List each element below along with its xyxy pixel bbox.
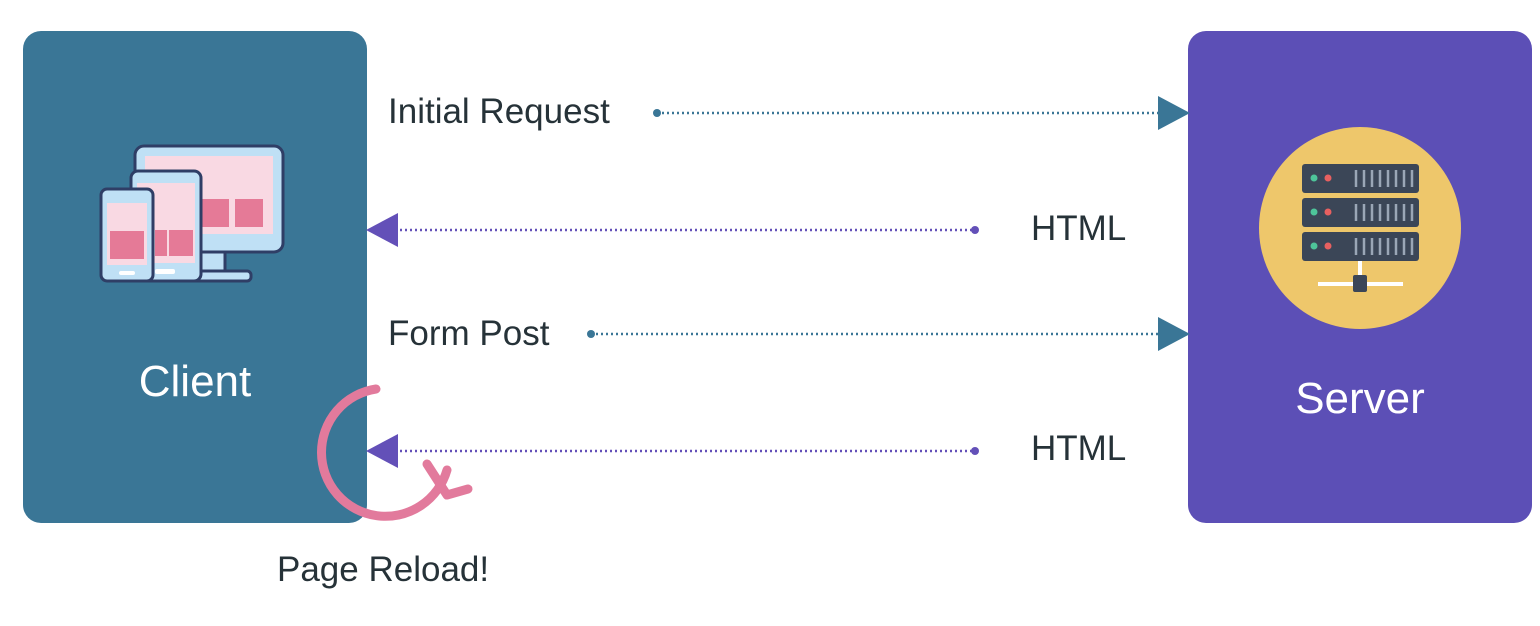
initial-request-label: Initial Request (388, 92, 610, 131)
request-arrow-2 (587, 317, 1190, 351)
server-rack-icon (1259, 127, 1461, 329)
response-arrow-2 (366, 434, 979, 468)
server-label: Server (1295, 374, 1425, 423)
devices-icon (99, 144, 285, 283)
client-label: Client (138, 357, 252, 406)
request-arrow-1 (653, 96, 1190, 130)
html-response-label: HTML (1031, 429, 1127, 468)
response-arrow-1 (366, 213, 979, 247)
reload-icon (317, 384, 473, 521)
html-response-label: HTML (1031, 209, 1127, 248)
client-box: Client (23, 31, 367, 523)
form-post-label: Form Post (388, 314, 550, 353)
page-reload-label: Page Reload! (277, 550, 490, 589)
server-box: Server (1188, 31, 1532, 523)
